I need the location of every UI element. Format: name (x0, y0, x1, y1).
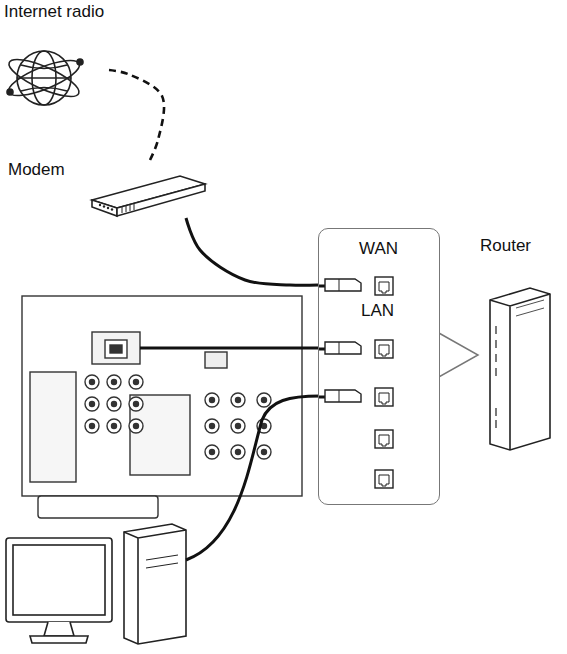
jack (129, 397, 143, 411)
node-title: Internet radio (4, 2, 109, 22)
port-label: WAN (359, 239, 398, 259)
jack (129, 375, 143, 389)
jack (85, 375, 99, 389)
jack (262, 450, 267, 455)
jack (112, 424, 117, 429)
jack (90, 380, 95, 385)
lan-cable (186, 396, 320, 560)
cable-plug (319, 342, 361, 354)
jack (90, 424, 95, 429)
rj45-port (375, 430, 393, 448)
jack (210, 424, 215, 429)
jack (236, 424, 241, 429)
av-receiver-rear-panel (22, 296, 302, 518)
globe-icon (5, 51, 84, 105)
node-label: Modem (8, 160, 208, 180)
jack (134, 380, 139, 385)
router-icon (490, 288, 550, 450)
jack (205, 419, 219, 433)
jack (90, 402, 95, 407)
jack (205, 393, 219, 407)
jack (236, 450, 241, 455)
jack (107, 397, 121, 411)
jack (210, 398, 215, 403)
jack (231, 445, 245, 459)
device-node: Modem (8, 160, 208, 218)
jack (257, 445, 271, 459)
modem-icon (92, 176, 205, 216)
device-node: Router (480, 236, 536, 456)
jack (231, 393, 245, 407)
rj45-port (375, 340, 393, 358)
jack (231, 419, 245, 433)
cable-plug (319, 279, 361, 291)
port-label: LAN (361, 301, 394, 321)
cable-plug (319, 390, 361, 402)
jack (210, 450, 215, 455)
jack (257, 393, 271, 407)
jack (262, 398, 267, 403)
lan-cable (140, 347, 320, 350)
wan-cable (186, 218, 318, 285)
internet-link (109, 70, 164, 160)
jack (112, 402, 117, 407)
jack (134, 424, 139, 429)
jack (107, 375, 121, 389)
jack (112, 380, 117, 385)
jack (205, 445, 219, 459)
jack (134, 402, 139, 407)
rj45-port (375, 470, 393, 488)
jack (129, 419, 143, 433)
jack (85, 419, 99, 433)
computer-icon (6, 524, 186, 644)
jack (107, 419, 121, 433)
jack (236, 398, 241, 403)
rj45-port (375, 388, 393, 406)
node-label: Router (480, 236, 536, 256)
rj45-port (375, 277, 393, 295)
jack (85, 397, 99, 411)
port-drawing (319, 229, 439, 503)
port-panel: WAN LAN (318, 228, 440, 505)
device-node: Internet radio (4, 2, 109, 112)
